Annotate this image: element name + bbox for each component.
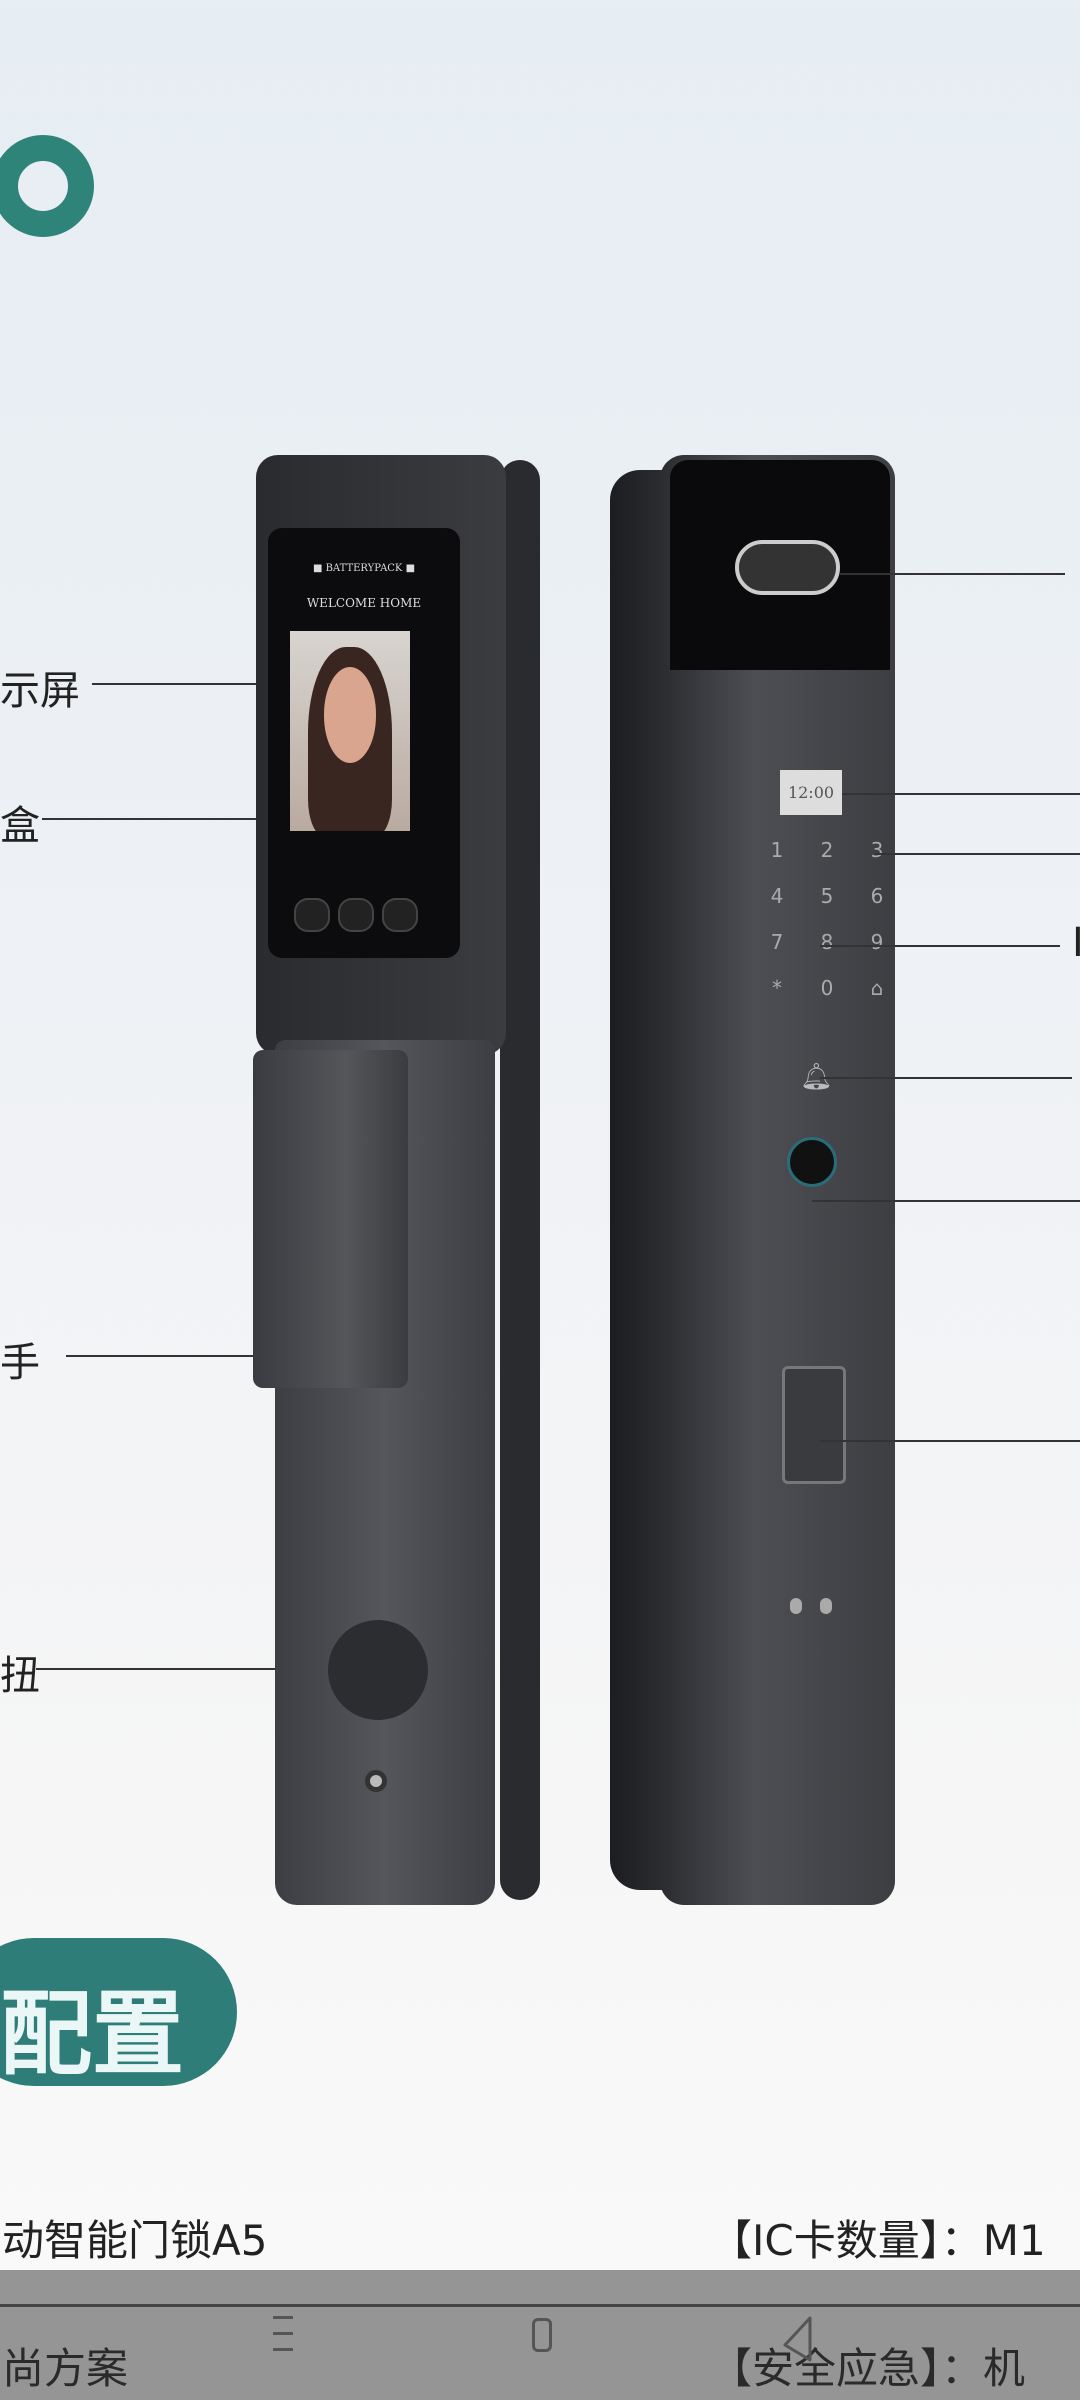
battery-text: ■ BATTERYPACK ■: [312, 563, 416, 574]
keypad-key[interactable]: 4: [770, 884, 784, 908]
screen-button[interactable]: [294, 898, 330, 932]
callout-line: [92, 683, 292, 685]
spec-ic-card: 【IC卡数量】：M1: [710, 2216, 1046, 2265]
keypad-key[interactable]: 7: [770, 930, 784, 954]
outer-handle[interactable]: [782, 1366, 846, 1484]
lock-edge: [500, 460, 540, 1900]
callout-line: [820, 1440, 1080, 1442]
section-banner-title: 配置: [0, 1981, 185, 2088]
time-display: 12:00: [780, 770, 842, 815]
screen-button[interactable]: [382, 898, 418, 932]
screen-button[interactable]: [338, 898, 374, 932]
callout-handle-label: 手: [0, 1340, 40, 1386]
back-icon[interactable]: [780, 2315, 820, 2365]
callout-line: [820, 1077, 1072, 1079]
home-icon[interactable]: [532, 2318, 552, 2352]
callout-partial-label: I: [1072, 920, 1080, 966]
keypad: 1 2 3 4 5 6 7 8 9 * 0 ⌂: [752, 838, 902, 1000]
keypad-key[interactable]: *: [772, 976, 782, 1000]
spec-product-name: 动智能门锁A5: [2, 2216, 268, 2265]
callout-display-label: 示屏: [0, 668, 80, 714]
callout-line: [66, 1355, 291, 1357]
thumb-turn-knob: [328, 1620, 428, 1720]
welcome-text: WELCOME HOME: [306, 596, 422, 610]
navigation-bar: [0, 2270, 1080, 2400]
keypad-key[interactable]: ⌂: [870, 976, 884, 1000]
indicator-dot: [820, 1598, 832, 1614]
callout-line: [840, 573, 1065, 575]
keypad-key[interactable]: 2: [820, 838, 834, 862]
fingerprint-sensor[interactable]: [787, 1137, 837, 1187]
face-photo: [290, 631, 410, 831]
callout-line: [875, 853, 1080, 855]
spec-emergency: 【安全应急】：机: [710, 2344, 1026, 2393]
outer-lock-body: [660, 455, 895, 1905]
keypad-key[interactable]: 8: [820, 930, 834, 954]
camera-lens-icon: [735, 540, 840, 595]
menu-icon[interactable]: [273, 2316, 293, 2351]
callout-line: [36, 1668, 336, 1670]
lock-screen: ■ BATTERYPACK ■ WELCOME HOME: [268, 528, 460, 958]
callout-line: [820, 945, 1060, 947]
keypad-key[interactable]: 9: [870, 930, 884, 954]
spec-scheme: 尚方案: [2, 2344, 129, 2393]
keypad-key[interactable]: 5: [820, 884, 834, 908]
keypad-key[interactable]: 1: [770, 838, 784, 862]
inner-handle: [253, 1050, 408, 1388]
brand-logo-ring: [0, 135, 94, 237]
callout-line: [812, 1200, 1080, 1202]
section-banner: 配置: [0, 1938, 237, 2088]
indicator-dot: [790, 1598, 802, 1614]
keypad-key[interactable]: 0: [820, 976, 834, 1000]
keypad-key[interactable]: 3: [870, 838, 884, 862]
callout-knob-label: 扭: [0, 1653, 40, 1699]
keypad-key[interactable]: 6: [870, 884, 884, 908]
nav-divider: [0, 2304, 1080, 2307]
callout-line: [842, 793, 1080, 795]
callout-box-label: 盒: [0, 803, 40, 849]
callout-line: [42, 818, 282, 820]
screw-icon: [365, 1770, 387, 1792]
